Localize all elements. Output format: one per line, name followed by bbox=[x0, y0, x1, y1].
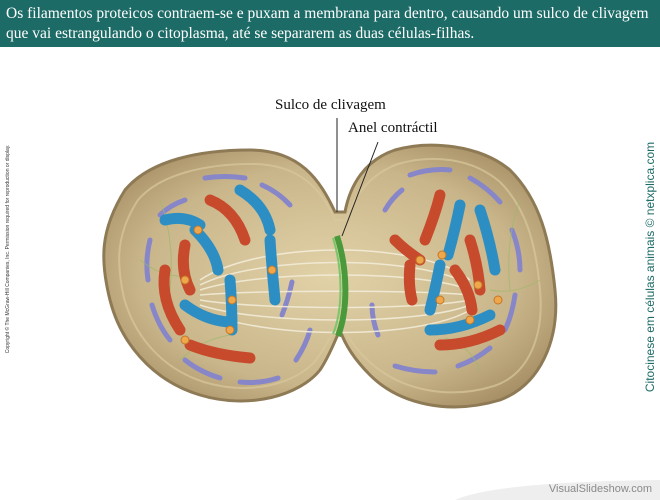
cell-membrane bbox=[104, 145, 556, 407]
side-caption: Citocinese em células animais © netxplic… bbox=[643, 87, 657, 447]
footer-watermark: VisualSlideshow.com bbox=[549, 483, 652, 495]
copyright-notice: Copyright © The McGraw-Hill Companies, I… bbox=[5, 64, 11, 434]
sulco-label: Sulco de clivagem bbox=[275, 97, 386, 114]
anel-label: Anel contráctil bbox=[348, 120, 438, 137]
